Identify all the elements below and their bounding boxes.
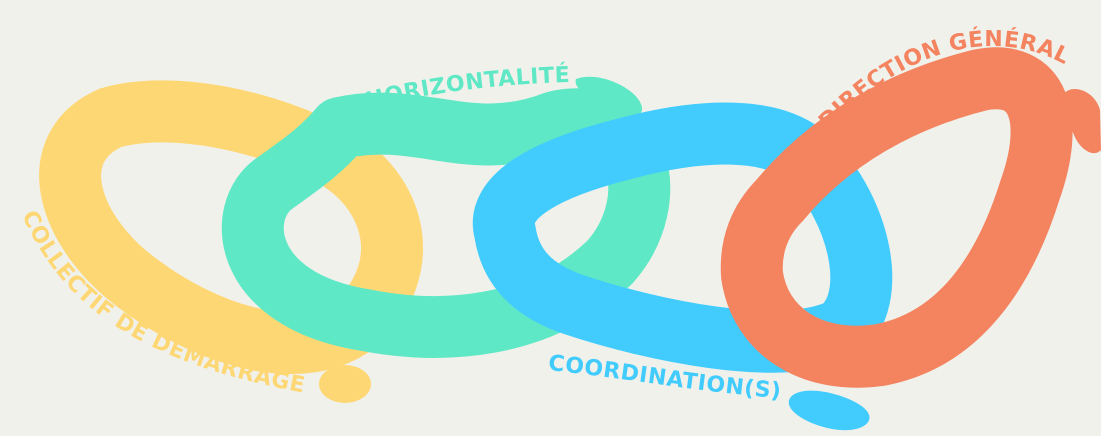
direction-ring xyxy=(720,47,1101,388)
coordinations-ring-shape xyxy=(472,102,893,373)
coordinations-ring xyxy=(472,102,893,431)
direction-drop xyxy=(1061,88,1101,154)
direction-ring-shape xyxy=(720,47,1073,388)
coordinations-drop xyxy=(788,390,870,431)
horizontalite-drop xyxy=(575,76,643,117)
collectif-drop xyxy=(319,365,371,403)
